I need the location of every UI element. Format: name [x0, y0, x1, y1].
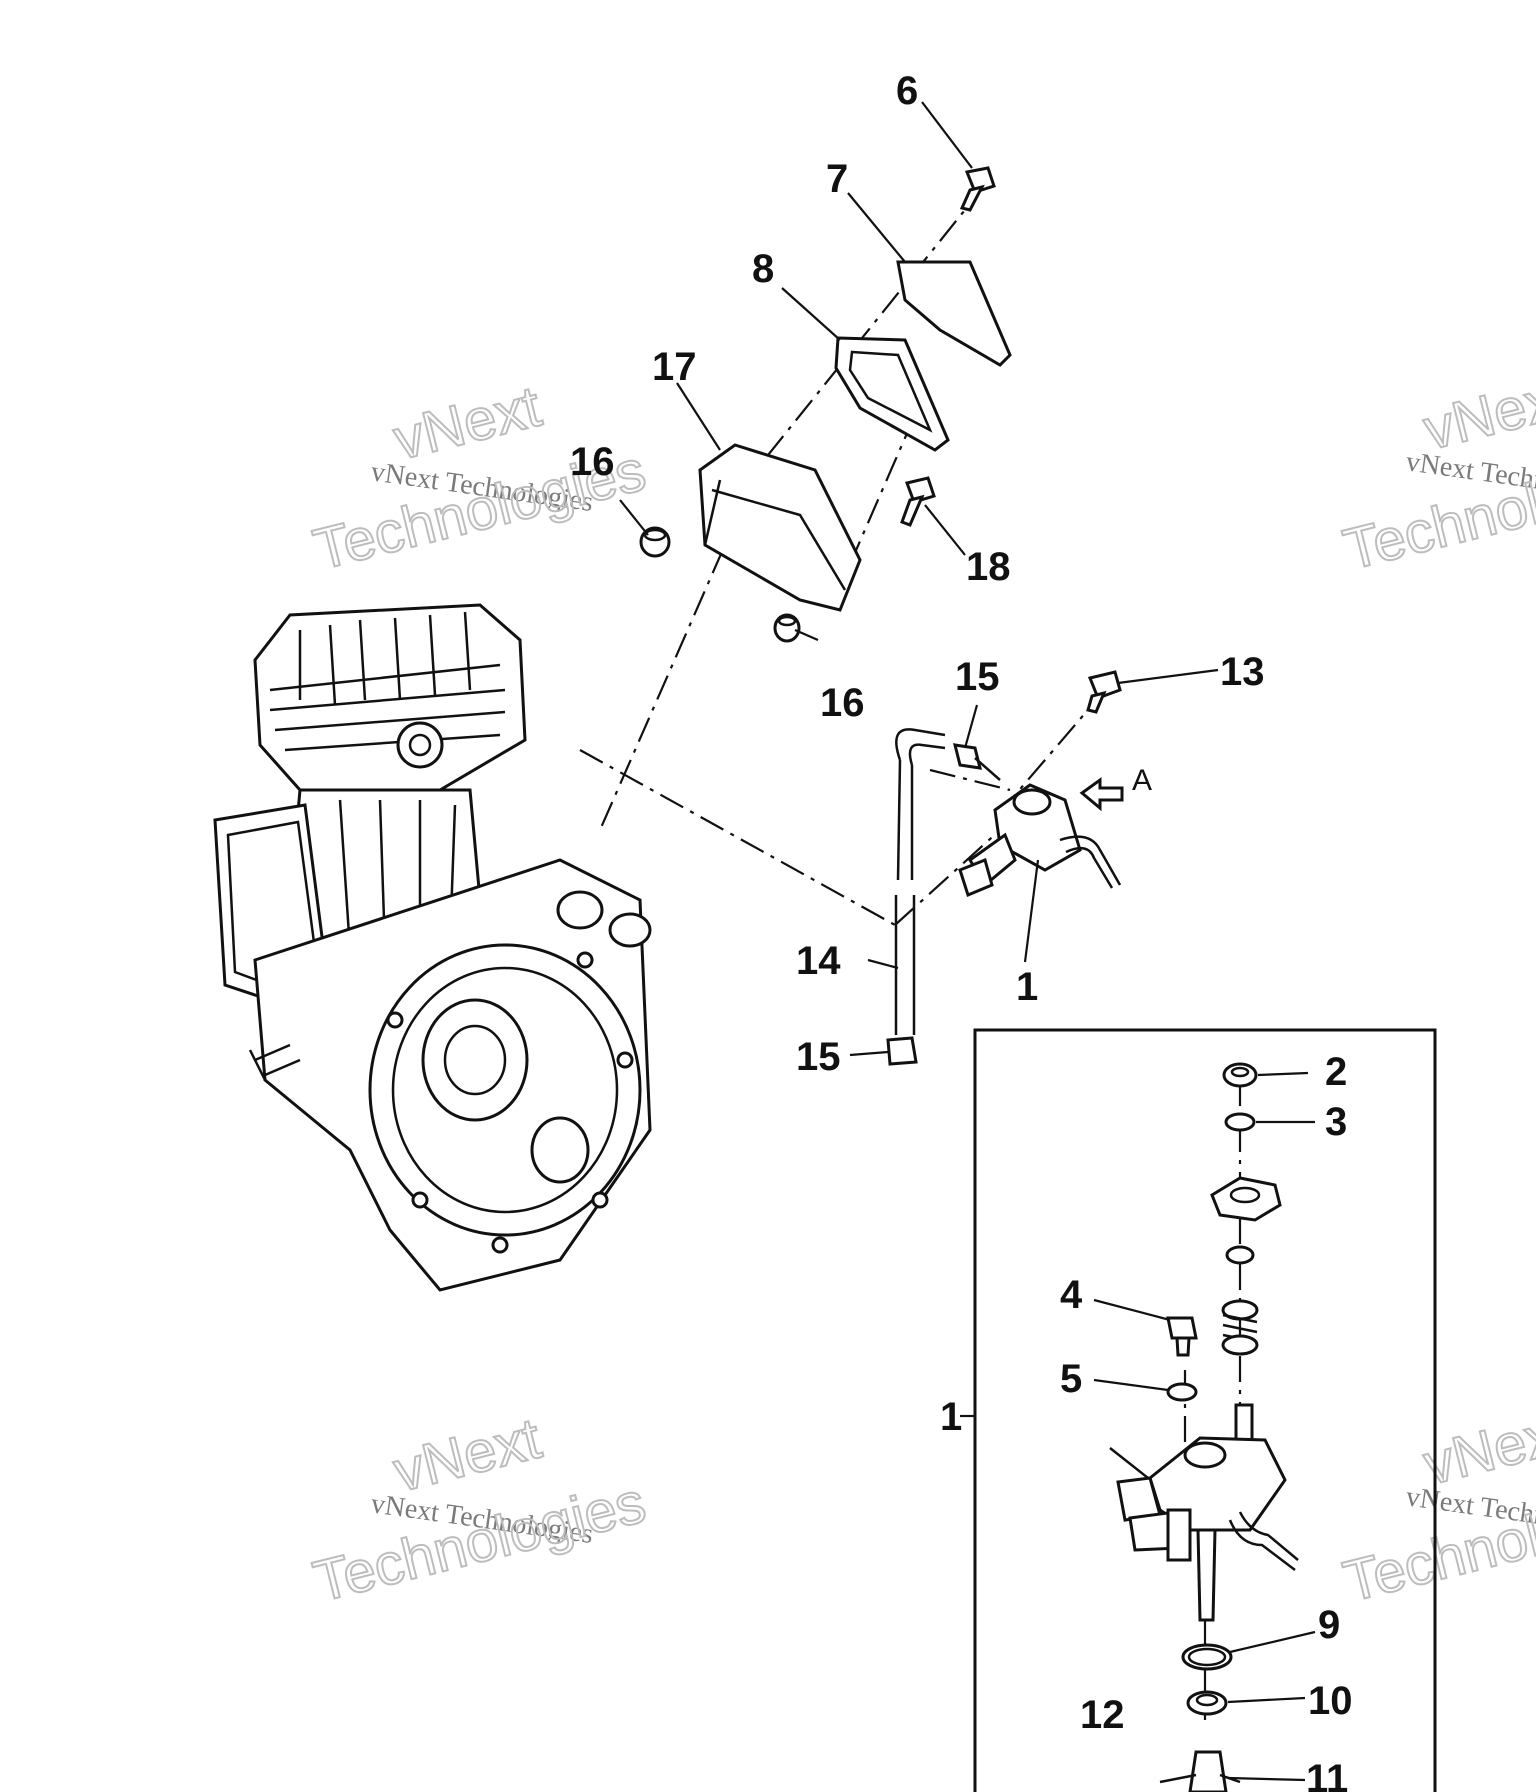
nut-2 — [1222, 1062, 1258, 1088]
fitting-11 — [1159, 1750, 1241, 1792]
pump-body — [1109, 1403, 1299, 1622]
callout-5: 5 — [1060, 1357, 1082, 1401]
hose-clamp-15-upper — [952, 743, 1001, 781]
breather-cover-17 — [698, 443, 862, 612]
breather-parts — [639, 166, 1012, 643]
callout-6: 6 — [896, 69, 918, 113]
watermark-outline: vNext — [1417, 364, 1536, 463]
bolt-13 — [1086, 670, 1122, 714]
callout-8: 8 — [752, 247, 774, 291]
bolt-4 — [1166, 1316, 1198, 1357]
callout-15-lower: 15 — [796, 1035, 841, 1079]
gasket-8 — [834, 336, 950, 452]
grommet-16-lower — [773, 613, 801, 643]
callout-16-lower: 16 — [820, 681, 865, 725]
callout-1: 1 — [1016, 965, 1038, 1009]
callout-10: 10 — [1308, 1679, 1353, 1723]
callout-labels: 6 7 8 17 16 16 18 15 13 A 14 15 1 2 3 4 … — [570, 69, 1353, 1792]
spring — [1221, 1299, 1259, 1356]
callout-3: 3 — [1325, 1100, 1347, 1144]
callout-18: 18 — [966, 545, 1011, 589]
o-ring-9 — [1181, 1643, 1233, 1671]
callout-4: 4 — [1060, 1273, 1083, 1317]
oil-pump-1 — [958, 783, 1122, 898]
callout-1-detail: 1 — [940, 1395, 962, 1439]
view-arrow-a — [1079, 777, 1124, 812]
callout-13: 13 — [1220, 650, 1265, 694]
pump-lever — [1210, 1176, 1282, 1222]
bolt-6 — [959, 166, 996, 212]
hose-clamp-15-lower — [886, 1036, 918, 1066]
engine-assembly — [213, 603, 652, 1292]
detail-box — [973, 1028, 1437, 1792]
washer — [1225, 1245, 1255, 1265]
callout-17: 17 — [652, 345, 697, 389]
callout-11: 11 — [1306, 1757, 1348, 1792]
leader-lines — [619, 101, 1316, 1782]
oil-pump-area — [886, 670, 1124, 1066]
callout-12: 12 — [1080, 1693, 1125, 1737]
callout-7: 7 — [826, 157, 848, 201]
watermark-outline: vNext — [387, 374, 547, 473]
seal-10 — [1186, 1690, 1228, 1716]
callout-9: 9 — [1318, 1603, 1340, 1647]
callout-14: 14 — [796, 939, 841, 983]
plate-7 — [896, 260, 1012, 367]
callout-15-upper: 15 — [955, 655, 1000, 699]
washer-3 — [1224, 1112, 1256, 1132]
washer-5 — [1166, 1382, 1198, 1402]
oil-hose-14 — [895, 728, 946, 761]
watermark-outline: Technologies — [307, 1470, 651, 1615]
bolt-18 — [900, 476, 936, 527]
view-label-a: A — [1132, 764, 1152, 797]
watermark-outline: vNext — [387, 1406, 547, 1505]
callout-16-upper: 16 — [570, 440, 615, 484]
callout-2: 2 — [1325, 1050, 1347, 1094]
